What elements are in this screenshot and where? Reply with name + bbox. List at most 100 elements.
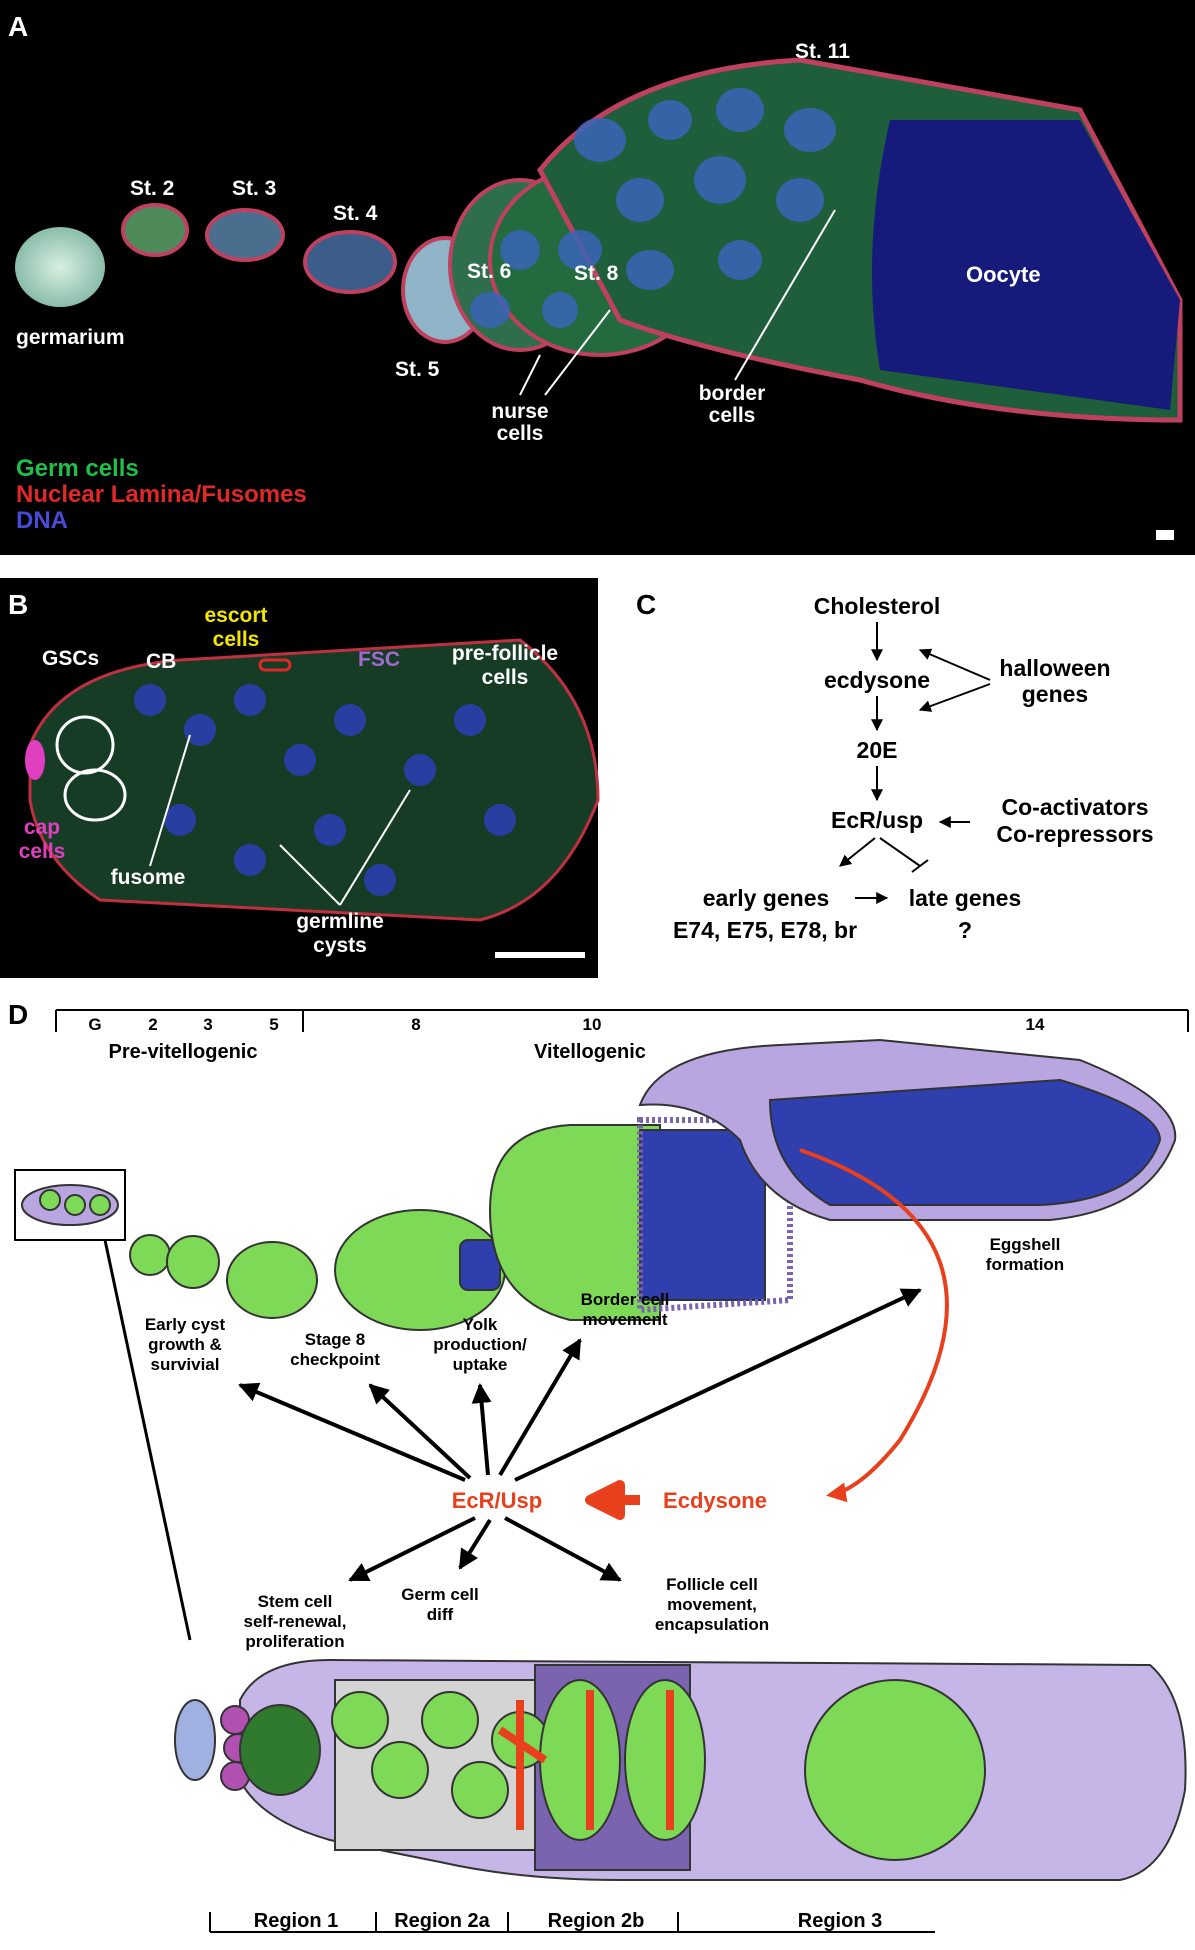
- label-st4: St. 4: [333, 202, 378, 225]
- gsc-large: [239, 1704, 321, 1796]
- label-stage8-2: checkpoint: [290, 1350, 380, 1369]
- node-early-genes: early genes: [703, 885, 830, 911]
- label-nurse-cells-1: nurse: [491, 400, 548, 423]
- panel-a: A St. 2 St. 3 St. 4 St. 5 St. 6 St. 8 St…: [0, 0, 1195, 555]
- node-20e: 20E: [857, 737, 898, 763]
- hub-arrows: [238, 1288, 922, 1582]
- panel-d-letter: D: [8, 999, 28, 1030]
- arrow-to-follicle: [504, 1516, 622, 1582]
- label-border-cells-1: border: [699, 382, 766, 405]
- label-germarium: germarium: [16, 326, 125, 349]
- label-follicle-1: Follicle cell: [666, 1575, 758, 1594]
- label-germ-diff-2: diff: [427, 1605, 454, 1624]
- region-1: Region 1: [254, 1910, 338, 1932]
- label-early-cyst-3: survivial: [151, 1355, 220, 1374]
- arrow-to-germ-diff: [458, 1518, 492, 1570]
- node-halloween-1: halloween: [999, 655, 1110, 681]
- label-vitellogenic: Vitellogenic: [534, 1041, 646, 1063]
- gsc-outline-1: [55, 715, 115, 775]
- oocyte-st14: [768, 1078, 1162, 1206]
- pointer-fusome: [149, 734, 191, 867]
- label-gscs: GSCs: [42, 647, 99, 670]
- legend-dna: DNA: [16, 507, 68, 534]
- label-eggshell-1: Eggshell: [990, 1235, 1061, 1254]
- tick-2: 2: [148, 1015, 157, 1034]
- arrow-to-yolk: [471, 1383, 492, 1476]
- cyst-2b-2: [624, 1679, 706, 1841]
- oocyte-image: [872, 120, 1180, 410]
- label-germline-2: cysts: [313, 934, 367, 957]
- process-labels: Early cyst growth & survivial Stage 8 ch…: [145, 1235, 1064, 1651]
- label-oocyte: Oocyte: [966, 262, 1041, 287]
- label-st5: St. 5: [395, 358, 440, 381]
- label-germline-1: germline: [296, 910, 384, 933]
- node-ecr-usp: EcR/usp: [831, 807, 923, 833]
- arrow-to-early-cyst: [238, 1382, 466, 1482]
- cyst-region-3: [804, 1679, 986, 1861]
- label-nurse-cells-2: cells: [497, 422, 544, 445]
- label-cb: CB: [146, 650, 176, 673]
- node-early-list: E74, E75, E78, br: [673, 917, 857, 943]
- tick-8: 8: [411, 1015, 420, 1034]
- pointer-nurse-1: [519, 354, 541, 396]
- label-st2: St. 2: [130, 177, 174, 200]
- label-eggshell-2: formation: [986, 1255, 1064, 1274]
- node-corepressors: Co-repressors: [996, 821, 1153, 847]
- label-stem-cell-3: proliferation: [245, 1632, 344, 1651]
- cap-cells-blob: [25, 740, 45, 780]
- label-stage8-1: Stage 8: [305, 1330, 365, 1349]
- label-cap-2: cells: [19, 840, 66, 863]
- egg-chamber-st5: [226, 1241, 318, 1319]
- region-2a: Region 2a: [394, 1910, 490, 1932]
- cyst-cell-2: [371, 1741, 429, 1799]
- legend-germ-cells: Germ cells: [16, 455, 139, 482]
- germarium-zoom-line: [103, 1239, 192, 1641]
- label-ecdysone-d: Ecdysone: [663, 1488, 767, 1513]
- node-ecdysone: ecdysone: [824, 667, 930, 693]
- arrow-ecr-early: [839, 837, 876, 867]
- label-ecr-usp-hub: EcR/Usp: [452, 1488, 542, 1513]
- timeline: G 2 3 5 8 10 14 Pre-vitellogenic Vitello…: [55, 1009, 1189, 1063]
- fusome-mark: [258, 658, 292, 672]
- nuclei-b: [134, 684, 516, 896]
- tick-5: 5: [269, 1015, 278, 1034]
- panel-c-letter: C: [636, 589, 656, 620]
- egg-chamber-st3: [166, 1235, 220, 1289]
- pointer-nurse-2: [544, 309, 611, 396]
- label-germ-diff-1: Germ cell: [401, 1585, 479, 1604]
- label-stem-cell-2: self-renewal,: [244, 1612, 347, 1631]
- label-yolk-1: Yolk: [463, 1315, 498, 1334]
- tick-3: 3: [203, 1015, 212, 1034]
- scale-bar-a: [1156, 530, 1174, 540]
- nuclei-dots: [470, 88, 836, 328]
- node-coactivators: Co-activators: [1002, 794, 1149, 820]
- label-escort-1: escort: [204, 604, 267, 627]
- label-st3: St. 3: [232, 177, 276, 200]
- node-late-genes: late genes: [909, 885, 1022, 911]
- regions-axis: Region 1 Region 2a Region 2b Region 3: [209, 1910, 935, 1933]
- label-fusome: fusome: [111, 866, 186, 889]
- label-border-cells-2: cells: [709, 404, 756, 427]
- pointer-germline-1: [279, 844, 341, 906]
- inhibit-ecr-late: [879, 837, 921, 867]
- panel-b: B GSCs CB escort cells FSC pre-follicle …: [0, 578, 600, 978]
- label-escort-2: cells: [213, 628, 260, 651]
- label-border-1: Border cell: [581, 1290, 670, 1309]
- ovariole-cartoon: [14, 1038, 1177, 1641]
- label-prefollicle-2: cells: [482, 666, 529, 689]
- cyst-cell-4: [451, 1761, 509, 1819]
- cyst-2b-1: [539, 1679, 621, 1841]
- node-cholesterol: Cholesterol: [814, 593, 941, 619]
- panel-b-letter: B: [8, 589, 28, 620]
- arrow-to-border: [498, 1338, 582, 1477]
- label-early-cyst-1: Early cyst: [145, 1315, 226, 1334]
- stage2-image: [121, 203, 189, 257]
- stage4-image: [303, 230, 397, 294]
- terminal-filament: [174, 1699, 216, 1781]
- germarium-large: [174, 1658, 1187, 1881]
- cyst-cell-1: [331, 1691, 389, 1749]
- tick-10: 10: [583, 1015, 602, 1034]
- pointer-germline-2: [339, 789, 411, 906]
- label-follicle-2: movement,: [667, 1595, 757, 1614]
